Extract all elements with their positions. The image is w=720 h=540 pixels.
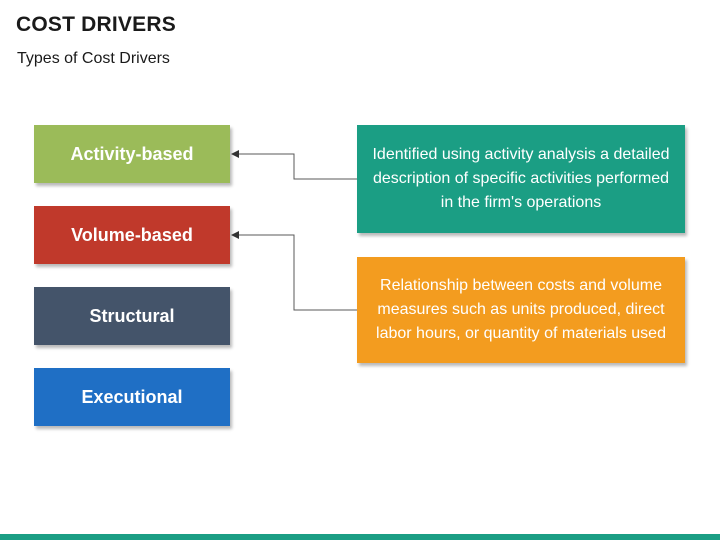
activity-based-label: Activity-based bbox=[70, 143, 194, 164]
structural-box: Structural bbox=[34, 287, 230, 345]
connector-volume-arrow bbox=[231, 231, 357, 311]
volume-based-box: Volume-based bbox=[34, 206, 230, 264]
executional-box: Executional bbox=[34, 368, 230, 426]
volume-based-label: Volume-based bbox=[71, 224, 193, 245]
bottom-accent-bar bbox=[0, 534, 720, 540]
slide-subtitle: Types of Cost Drivers bbox=[17, 50, 170, 67]
activity-based-box: Activity-based bbox=[34, 125, 230, 183]
volume-based-description-box: Relationship between costs and volume me… bbox=[357, 257, 685, 363]
activity-based-description: Identified using activity analysis a det… bbox=[372, 146, 670, 211]
connector-activity-arrow bbox=[231, 150, 357, 180]
activity-based-description-box: Identified using activity analysis a det… bbox=[357, 125, 685, 233]
executional-label: Executional bbox=[81, 386, 183, 407]
volume-based-description: Relationship between costs and volume me… bbox=[376, 277, 666, 342]
slide-title: COST DRIVERS bbox=[16, 13, 176, 36]
structural-label: Structural bbox=[89, 305, 175, 326]
